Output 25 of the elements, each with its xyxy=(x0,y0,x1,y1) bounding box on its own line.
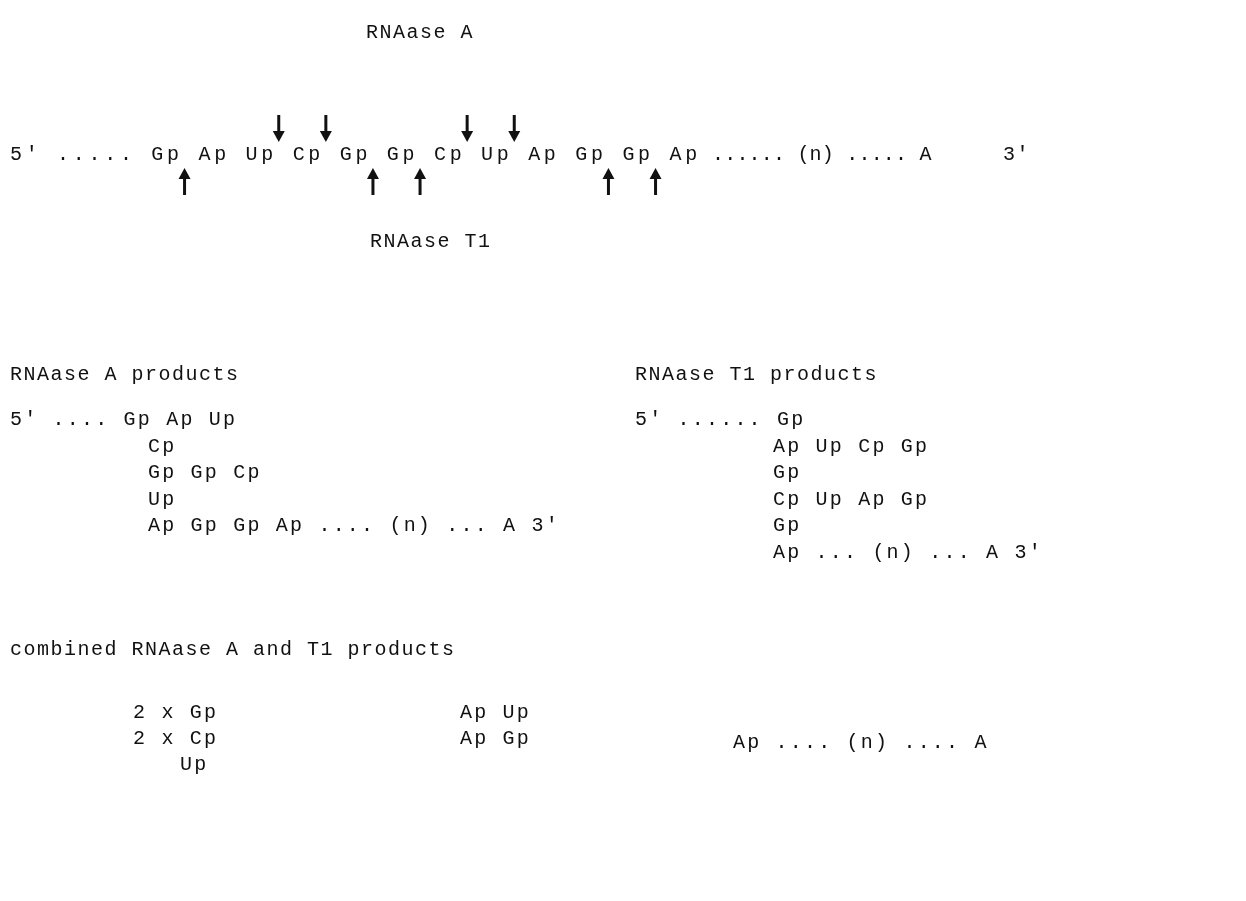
fragment-text: Ap Gp xyxy=(460,727,531,751)
fragment-text: Cp xyxy=(148,435,177,459)
fragment-text: 5' ...... Gp xyxy=(635,408,806,432)
fragment-text: Ap .... (n) .... A xyxy=(733,731,989,755)
fragment-text: Cp Up Ap Gp xyxy=(773,488,930,512)
fragment-text: Gp Gp Cp xyxy=(148,461,262,485)
fragment-text: 2 x Cp xyxy=(133,727,219,751)
fragment-text: Gp xyxy=(773,461,802,485)
sequence-text: ...... (n) ..... A xyxy=(712,143,932,167)
heading-text: RNAase T1 products xyxy=(635,363,879,387)
enzyme-label: RNAase A xyxy=(366,21,474,45)
sequence-text: 5' ..... Gp Ap Up Cp Gp Gp Cp Up Ap Gp Gp Ap xyxy=(10,143,701,167)
fragment-text: Ap Gp Gp Ap .... (n) ... A 3' xyxy=(148,514,560,538)
heading-text: RNAase A products xyxy=(10,363,240,387)
fragment-text: 5' .... Gp Ap Up xyxy=(10,408,238,432)
fragment-text: Ap Up Cp Gp xyxy=(773,435,930,459)
fragment-text: Up xyxy=(148,488,177,512)
fragment-text: Up xyxy=(180,753,209,777)
fragment-text: 2 x Gp xyxy=(133,701,219,725)
fragment-text: Ap ... (n) ... A 3' xyxy=(773,541,1043,565)
fragment-text: Ap Up xyxy=(460,701,531,725)
enzyme-label: RNAase T1 xyxy=(370,230,492,254)
fragment-text: Gp xyxy=(773,514,802,538)
heading-text: combined RNAase A and T1 products xyxy=(10,638,456,662)
end-label: 3' xyxy=(1003,143,1030,167)
